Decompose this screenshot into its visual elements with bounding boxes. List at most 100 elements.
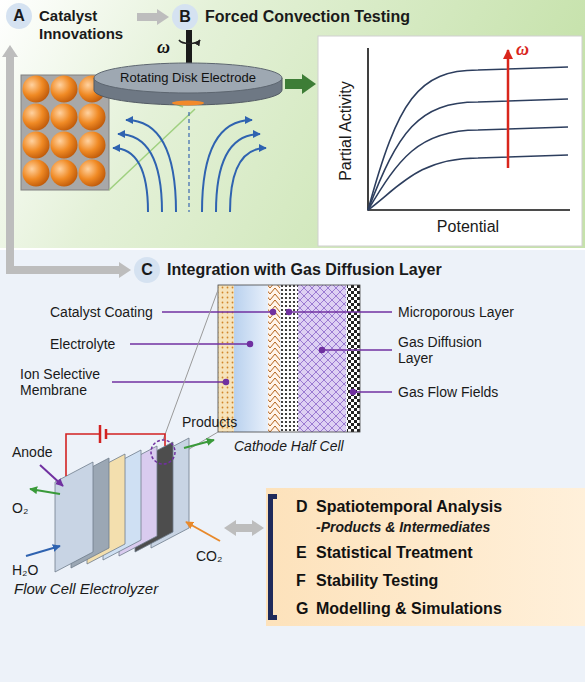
layer-label: Microporous Layer [398, 304, 514, 320]
flow-line [118, 134, 162, 212]
list-heading: Spatiotemporal Analysis [316, 496, 502, 518]
chart-curve [368, 99, 568, 210]
bracket [268, 494, 277, 620]
catalyst-particle [79, 132, 106, 159]
part-label: Anode [12, 444, 52, 460]
inlet-arrow [186, 522, 220, 541]
catalyst-particle [79, 160, 106, 187]
flow-line [230, 148, 266, 212]
stream-label: H₂O [12, 562, 38, 578]
list-row: GModelling & Simulations [296, 598, 577, 620]
battery-symbol [105, 429, 108, 439]
rotation-arrow [179, 40, 200, 44]
chart-curve [368, 67, 568, 210]
catalyst-particle [51, 76, 78, 103]
leader-dot [287, 310, 292, 315]
catalyst-layer [268, 285, 280, 432]
activity-chart: Partial ActivityPotential [318, 36, 582, 246]
layer-label: Ion Selective Membrane [20, 366, 120, 398]
stream-label: Products [182, 414, 237, 430]
axis-title: Potential [368, 218, 568, 236]
chart-axes [368, 48, 570, 210]
flow-line [216, 134, 260, 212]
panel-title: B Forced Convection Testing [172, 4, 410, 30]
list-row: FStability Testing [296, 570, 577, 592]
stream-label: CO₂ [196, 548, 222, 564]
panel-heading: Forced Convection Testing [205, 4, 410, 26]
catalyst-particle [23, 76, 50, 103]
flow-line [126, 120, 176, 212]
list-row: DSpatiotemporal Analysis [296, 496, 577, 518]
layer-label: Gas Diffusion Layer [398, 334, 510, 366]
trend-arrow [507, 50, 510, 168]
panel-background [0, 0, 585, 248]
stack-outline [218, 285, 360, 432]
rotating-disk: Rotating Disk Electrode [93, 62, 283, 108]
membrane-layer [218, 285, 234, 432]
flow-line [202, 120, 252, 212]
battery-symbol [99, 425, 102, 443]
leader-line [289, 311, 392, 313]
inlet-arrow [26, 546, 60, 556]
stack-caption: Cathode Half Cell [234, 438, 344, 454]
flow-line [113, 148, 148, 212]
leader-dot [271, 310, 276, 315]
panel-title: C Integration with Gas Diffusion Layer [134, 257, 442, 283]
axis-title: Partial Activity [337, 81, 355, 181]
flow-field-layer [347, 285, 360, 432]
leader-line [353, 391, 392, 393]
catalyst-particle [51, 104, 78, 131]
method-list: DSpatiotemporal Analysis-Products & Inte… [266, 488, 585, 626]
connector-arrow [285, 79, 302, 89]
leader-dot [224, 380, 229, 385]
layer-label: Gas Flow Fields [398, 384, 498, 400]
panel-background [0, 250, 585, 682]
catalyst-spot [172, 101, 204, 106]
panel-letter: A [6, 3, 32, 29]
list-letter: D [296, 496, 316, 518]
layer-label: Catalyst Coating [50, 304, 153, 320]
leader-dot [320, 348, 325, 353]
trend-label: ω [516, 38, 529, 60]
list-letter: G [296, 598, 316, 620]
panel-letter: C [134, 257, 160, 283]
panel-heading: Integration with Gas Diffusion Layer [167, 257, 442, 279]
chart-plot [318, 36, 582, 246]
electrolyte-layer [234, 285, 268, 432]
zoom-circle [151, 440, 175, 464]
panel-heading: Catalyst Innovations [39, 3, 134, 43]
connector-arrow [236, 524, 252, 532]
rotation-symbol: ω [157, 36, 170, 58]
panel-title: A Catalyst Innovations [6, 3, 134, 43]
list-row: EStatistical Treatment [296, 542, 577, 564]
list-heading: Statistical Treatment [316, 542, 473, 564]
catalyst-particle [23, 104, 50, 131]
axis-line [188, 112, 189, 212]
panel-letter: B [172, 4, 198, 30]
catalyst-particle [23, 132, 50, 159]
electrolyzer-stack [55, 438, 189, 572]
list-subheading: -Products & Intermediates [296, 518, 577, 536]
end-plate [55, 462, 93, 572]
flow-lines [113, 120, 266, 212]
leader-line [162, 311, 273, 313]
chart-frame [318, 36, 582, 246]
chart-curve [368, 127, 568, 210]
outlet-arrow [30, 489, 60, 494]
disk-shape [93, 62, 283, 108]
chart-curve [368, 155, 568, 210]
leader-line [112, 381, 226, 383]
diffusion-layer [298, 285, 346, 432]
list-letter: E [296, 542, 316, 564]
list-letter: F [296, 570, 316, 592]
disk-face [94, 63, 282, 93]
leader-dot [351, 390, 356, 395]
catalyst-particle [23, 160, 50, 187]
list-heading: Modelling & Simulations [316, 598, 502, 620]
circuit-wire [66, 434, 165, 476]
pointer-arrow [40, 465, 63, 486]
leader-line [130, 343, 250, 345]
layer-label: Electrolyte [50, 336, 115, 352]
leader-lines [112, 310, 392, 395]
layer-stack [218, 285, 360, 432]
